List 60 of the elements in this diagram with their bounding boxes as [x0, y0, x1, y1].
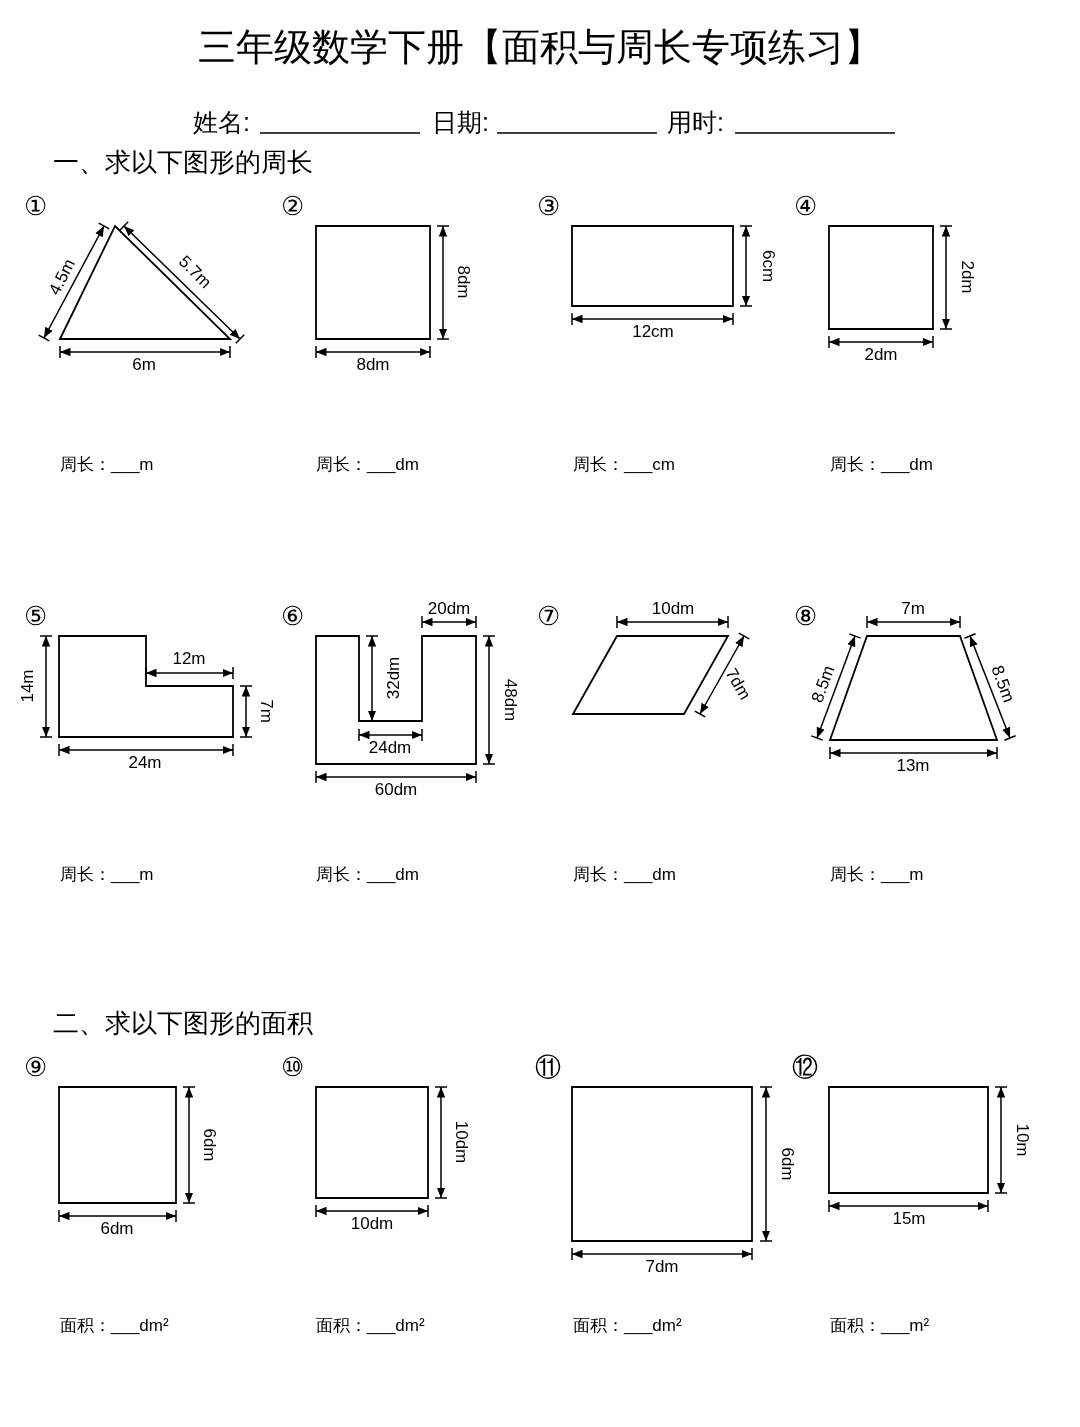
answer-prompt: 周长：___dm [316, 455, 419, 473]
question-number: ③ [536, 193, 560, 219]
dimension-label: 10dm [350, 1214, 394, 1232]
answer-prompt: 周长：___dm [316, 865, 419, 883]
section-heading: 二、求以下图形的面积 [53, 1010, 313, 1036]
dimension-label: 6dm [200, 1128, 218, 1162]
form-label: 用时: [667, 109, 724, 135]
answer-prompt: 周长：___m [60, 455, 154, 473]
answer-prompt: 面积：___dm² [60, 1316, 169, 1334]
dimension-label: 7m [257, 699, 275, 723]
dimension-label: 10m [1013, 1123, 1031, 1157]
dimension-label: 24dm [368, 738, 412, 756]
question-number: ④ [793, 193, 817, 219]
question-number: ② [280, 193, 304, 219]
answer-prompt: 面积：___m² [830, 1316, 930, 1334]
section-heading: 一、求以下图形的周长 [53, 149, 313, 175]
question-number: ⑪ [535, 1054, 561, 1080]
answer-prompt: 周长：___dm [830, 455, 933, 473]
dimension-label: 48dm [501, 678, 519, 722]
answer-prompt: 周长：___m [830, 865, 924, 883]
dimension-label: 6cm [759, 249, 777, 283]
dimension-label: 60dm [374, 780, 418, 798]
dimension-label: 12m [172, 649, 206, 667]
dimension-label: 8.5m [988, 663, 1018, 705]
dimension-label: 7dm [645, 1257, 679, 1275]
dimension-label: 15m [892, 1209, 926, 1227]
answer-prompt: 周长：___m [60, 865, 154, 883]
question-number: ① [23, 193, 47, 219]
dimension-label: 10dm [452, 1120, 470, 1164]
dimension-label: 8dm [454, 265, 472, 299]
answer-prompt: 面积：___dm² [573, 1316, 682, 1334]
dimension-label: 6dm [778, 1147, 796, 1181]
dimension-label: 6m [132, 355, 156, 373]
dimension-label: 7m [901, 599, 925, 617]
form-label: 姓名: [193, 109, 250, 135]
dimension-label: 8.5m [808, 663, 838, 705]
question-number: ⑥ [280, 603, 304, 629]
dimension-label: 20dm [427, 599, 471, 617]
dimension-label: 24m [128, 753, 162, 771]
title: 三年级数学下册【面积与周长专项练习】 [197, 25, 883, 70]
dimension-label: 12cm [632, 322, 674, 340]
dimension-label: 6dm [100, 1219, 134, 1237]
dimension-label: 10dm [651, 599, 695, 617]
question-number: ⑦ [536, 603, 560, 629]
dimension-label: 8dm [356, 355, 390, 373]
dimension-label: 2dm [864, 345, 898, 363]
dimension-label: 4.5m [45, 256, 79, 298]
question-number: ⑤ [23, 603, 47, 629]
answer-prompt: 周长：___cm [573, 455, 676, 473]
question-number: ⑫ [792, 1054, 818, 1080]
dimension-label: 32dm [384, 656, 402, 700]
answer-prompt: 面积：___dm² [316, 1316, 425, 1334]
question-number: ⑩ [280, 1054, 304, 1080]
answer-prompt: 周长：___dm [573, 865, 676, 883]
dimension-label: 13m [896, 756, 930, 774]
form-label: 日期: [432, 109, 489, 135]
question-number: ⑧ [793, 603, 817, 629]
dimension-label: 14m [18, 669, 36, 703]
dimension-label: 2dm [958, 260, 976, 294]
question-number: ⑨ [23, 1054, 47, 1080]
